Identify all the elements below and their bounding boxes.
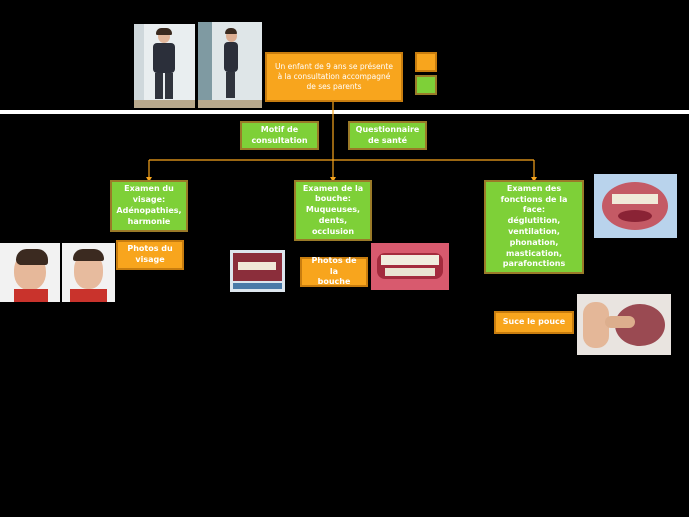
motif-box: Motif de consultation — [240, 121, 319, 150]
mouth-teeth-photo — [371, 243, 449, 290]
child-front-photo — [134, 24, 195, 108]
mouth-screen-photo — [230, 250, 285, 292]
exam-bouche-box: Examen de la bouche: Muqueuses, dents, o… — [294, 180, 372, 241]
suce-pouce-box: Suce le pouce — [494, 311, 574, 334]
legend-orange-square — [415, 52, 437, 72]
exam-fonctions-box: Examen des fonctions de la face: dégluti… — [484, 180, 584, 274]
thumb-sucking-photo — [577, 294, 671, 355]
mouth-open-photo — [594, 174, 677, 238]
photos-visage-box: Photos du visage — [116, 240, 184, 270]
face-front-photo — [62, 243, 115, 302]
questionnaire-box: Questionnaire de santé — [348, 121, 427, 150]
photos-bouche-box: Photos de la bouche — [300, 256, 368, 287]
child-side-photo — [198, 22, 262, 108]
face-profile-photo — [0, 243, 60, 302]
divider-line — [0, 110, 689, 114]
exam-visage-box: Examen du visage: Adénopathies, harmonie — [110, 180, 188, 232]
legend-green-square — [415, 75, 437, 95]
main-case-box: Un enfant de 9 ans se présente à la cons… — [265, 52, 403, 102]
